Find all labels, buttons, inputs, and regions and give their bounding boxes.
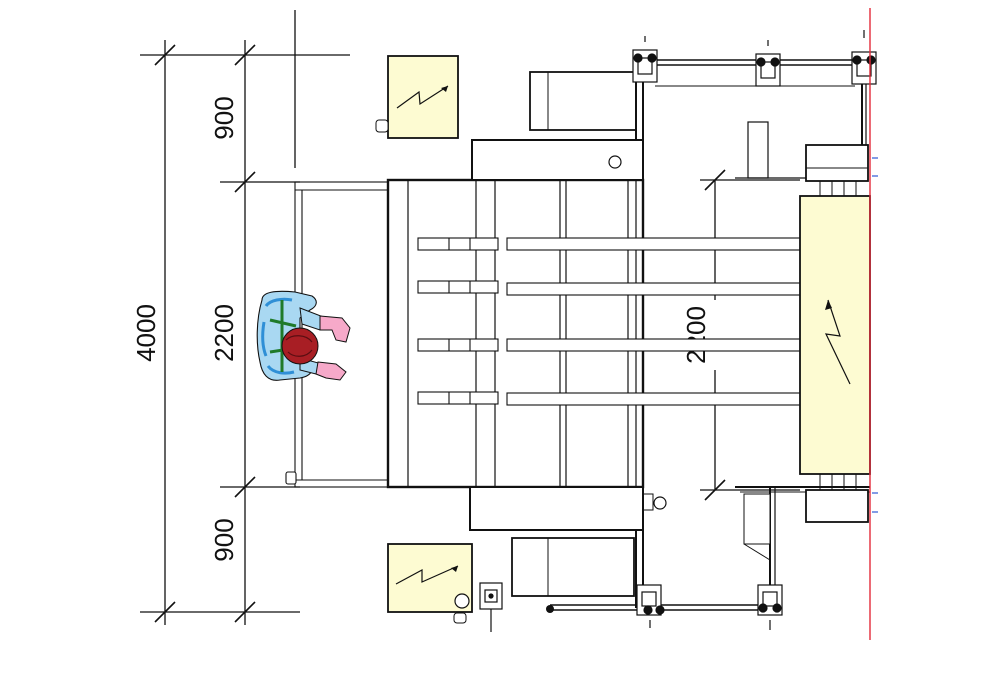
bracket-top-left xyxy=(632,36,658,83)
junction-box-bottom xyxy=(479,582,503,632)
dim-top-label: 900 xyxy=(209,96,239,139)
dim-bottom-label: 900 xyxy=(209,518,239,561)
machine-body xyxy=(386,178,645,489)
top-frame-brackets xyxy=(632,30,877,87)
bracket-bottom-mid xyxy=(757,584,783,630)
power-panel-right xyxy=(799,195,871,475)
bracket-top-right xyxy=(851,30,877,85)
control-panel-top xyxy=(375,55,459,139)
bottom-frame xyxy=(550,486,870,611)
right-mechanism xyxy=(735,121,869,523)
bracket-top-mid xyxy=(755,40,781,87)
rail-2 xyxy=(417,280,804,296)
worker-top-view-icon xyxy=(256,290,351,381)
dim-overall-label: 4000 xyxy=(131,304,161,362)
bottom-frame-brackets xyxy=(479,582,783,632)
lightning-bolt-icon xyxy=(395,565,459,585)
dimension-ticks xyxy=(154,44,726,623)
dim-middle-label: 2200 xyxy=(209,304,239,362)
dimension-lines xyxy=(140,10,800,625)
dim-inner-label: 2200 xyxy=(681,306,711,364)
rail-3 xyxy=(417,338,804,352)
bottom-housing xyxy=(469,486,667,608)
lightning-bolt-icon xyxy=(824,299,851,385)
lightning-bolt-icon xyxy=(396,85,449,109)
rail-4 xyxy=(417,391,804,406)
feed-rails xyxy=(417,237,804,406)
top-housing xyxy=(471,60,644,181)
control-panel-bottom xyxy=(387,543,473,624)
rail-1 xyxy=(417,237,804,251)
bracket-bottom-left xyxy=(636,584,665,628)
